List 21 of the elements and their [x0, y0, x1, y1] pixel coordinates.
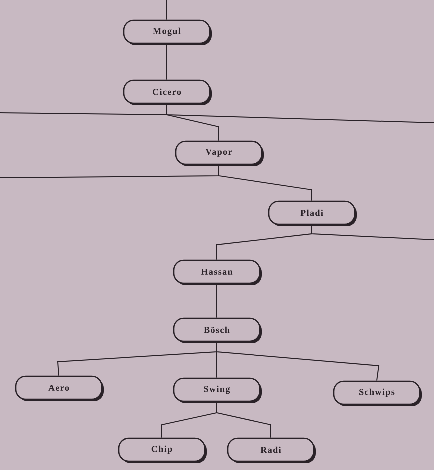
tree-line	[166, 0, 168, 20]
name-box: Vapor	[175, 140, 264, 166]
tree-line	[218, 164, 312, 202]
name-box: Bösch	[173, 318, 262, 344]
name-box: Aero	[15, 376, 104, 402]
name-box: Cicero	[123, 80, 212, 106]
tree-line	[166, 104, 434, 124]
name-box: Swing	[173, 378, 262, 404]
name-box: Chip	[118, 438, 207, 464]
tree-line	[166, 44, 168, 80]
name-box: Mogul	[123, 20, 212, 46]
node-label: Chip	[152, 446, 172, 454]
tree-line	[216, 342, 380, 382]
tree-line	[216, 402, 272, 438]
tree-line	[312, 224, 434, 240]
name-box: Radi	[227, 438, 316, 464]
name-box: Pladi	[268, 200, 357, 226]
name-box: Schwips	[333, 380, 422, 406]
name-box: Hassan	[173, 260, 262, 286]
node-label: Radi	[260, 446, 282, 454]
tree-line	[216, 284, 218, 318]
